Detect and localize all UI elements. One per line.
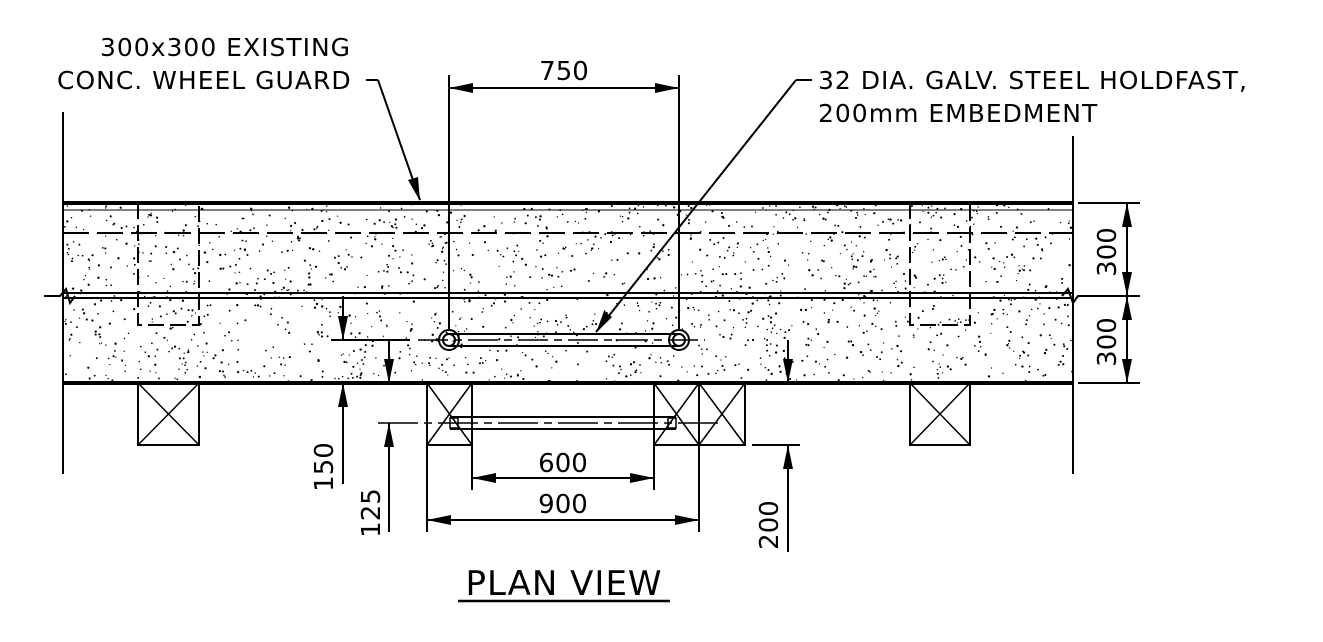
- sleeper-box-1: [137, 382, 200, 446]
- holdfast-leader: [595, 79, 812, 333]
- dimension-300-base-label: 300: [1093, 317, 1123, 367]
- dimension-600: [471, 445, 655, 490]
- wheel-guard-note-line2: CONC. WHEEL GUARD: [57, 66, 352, 95]
- dimension-900-label: 900: [538, 490, 588, 520]
- dimension-125: [384, 340, 394, 532]
- sleeper-box-4: [698, 382, 746, 446]
- left-break-symbol: [44, 286, 76, 306]
- dimension-150: [331, 296, 410, 484]
- dimension-600-label: 600: [538, 449, 588, 479]
- hidden-post-outline-right: [909, 203, 971, 326]
- dimension-300-guard-label: 300: [1093, 227, 1123, 277]
- drawing-title: PLAN VIEW: [465, 564, 662, 604]
- dimension-900: [426, 445, 700, 532]
- dimension-125-label: 125: [357, 488, 387, 538]
- holdfast-note-line2: 200mm EMBEDMENT: [818, 99, 1098, 128]
- dimension-750: [448, 75, 680, 330]
- dimension-300-guard: [1078, 202, 1140, 384]
- dimension-200: [752, 340, 800, 552]
- sleeper-box-2: [426, 382, 473, 446]
- sleeper-clip-bar: [378, 416, 720, 430]
- dimension-150-label: 150: [310, 442, 340, 492]
- hidden-post-outline-left: [137, 203, 200, 326]
- dimension-200-label: 200: [755, 500, 785, 550]
- sleeper-box-3: [653, 382, 700, 446]
- wheel-guard-leader: [366, 79, 421, 201]
- sleeper-box-5: [909, 382, 971, 446]
- wheel-guard-note-line1: 300x300 EXISTING: [100, 33, 351, 62]
- holdfast-note-line1: 32 DIA. GALV. STEEL HOLDFAST,: [818, 66, 1248, 95]
- holdfast-rod: [418, 329, 705, 351]
- dimension-750-label: 750: [539, 57, 589, 87]
